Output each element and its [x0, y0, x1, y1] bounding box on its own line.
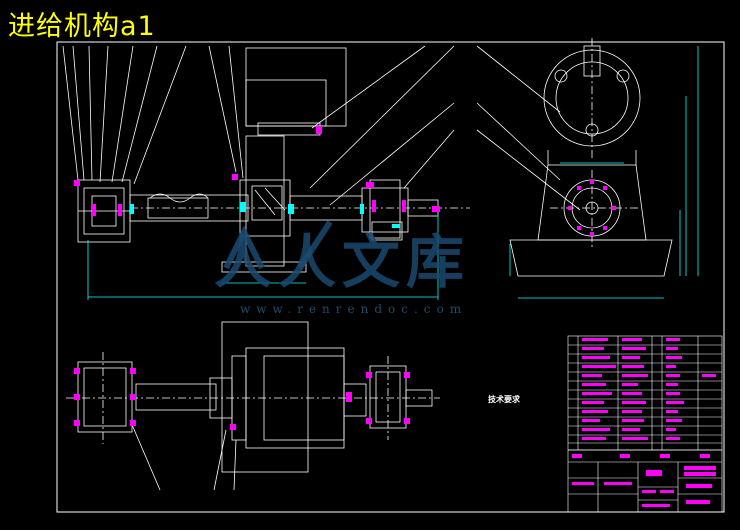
title-block-marks	[572, 454, 716, 507]
watermark-cn-text: 人人文库	[214, 228, 471, 296]
top-view-marks	[74, 368, 410, 430]
front-view-highlights	[74, 126, 440, 216]
side-view-marks	[568, 180, 616, 236]
top-view	[66, 321, 440, 491]
drawing-title: 进给机构a1	[8, 11, 156, 42]
tech-requirements-label: 技术要求	[488, 395, 520, 404]
parts-list-text-marks	[582, 338, 716, 440]
drawing-border	[56, 41, 725, 513]
front-view-cyan-marks	[130, 202, 400, 228]
title-block	[567, 449, 723, 513]
side-view	[509, 38, 699, 299]
watermark-logo	[223, 220, 333, 270]
watermark-url: www.renrendoc.com	[240, 302, 468, 316]
